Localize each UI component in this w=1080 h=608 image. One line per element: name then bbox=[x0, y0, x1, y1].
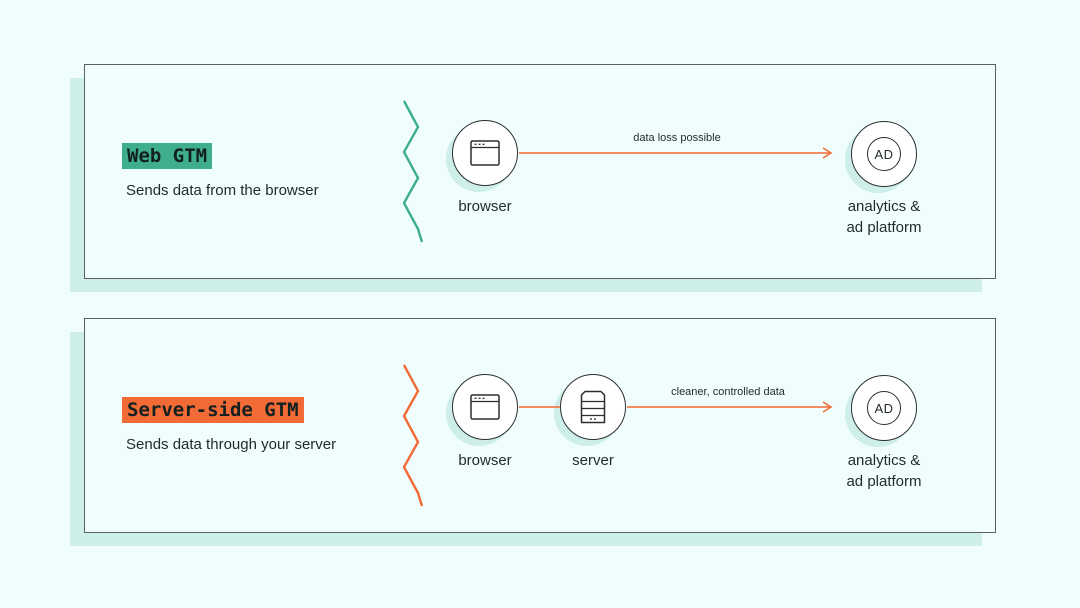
web-browser-label: browser bbox=[458, 198, 512, 215]
web-browser-node bbox=[452, 120, 518, 186]
web-gtm-subtitle: Sends data from the browser bbox=[126, 182, 319, 199]
server-node bbox=[560, 374, 626, 440]
browser-window-icon bbox=[470, 140, 500, 166]
web-gtm-title: Web GTM bbox=[122, 143, 213, 169]
server-gtm-subtitle: Sends data through your server bbox=[126, 436, 337, 453]
server-browser-node bbox=[452, 374, 518, 440]
server-label: server bbox=[572, 452, 614, 469]
browser-window-icon bbox=[470, 394, 500, 420]
server-browser-label: browser bbox=[458, 452, 512, 469]
server-platform-label-line2: ad platform bbox=[846, 473, 922, 490]
web-platform-label-line2: ad platform bbox=[846, 219, 922, 236]
server-platform-node: AD bbox=[851, 375, 917, 441]
web-platform-label: analytics & ad platform bbox=[824, 196, 944, 238]
server-platform-label: analytics & ad platform bbox=[824, 450, 944, 492]
server-panel bbox=[84, 318, 996, 533]
web-edge-label: data loss possible bbox=[633, 132, 721, 144]
web-platform-label-line1: analytics & bbox=[847, 198, 921, 215]
server-gtm-title: Server-side GTM bbox=[122, 397, 304, 423]
server-stack-icon bbox=[580, 390, 606, 424]
web-panel bbox=[84, 64, 996, 279]
server-platform-label-line1: analytics & bbox=[847, 452, 921, 469]
server-edge-label: cleaner, controlled data bbox=[671, 386, 785, 398]
ad-badge-icon: AD bbox=[867, 137, 901, 171]
ad-badge-icon: AD bbox=[867, 391, 901, 425]
web-platform-node: AD bbox=[851, 121, 917, 187]
